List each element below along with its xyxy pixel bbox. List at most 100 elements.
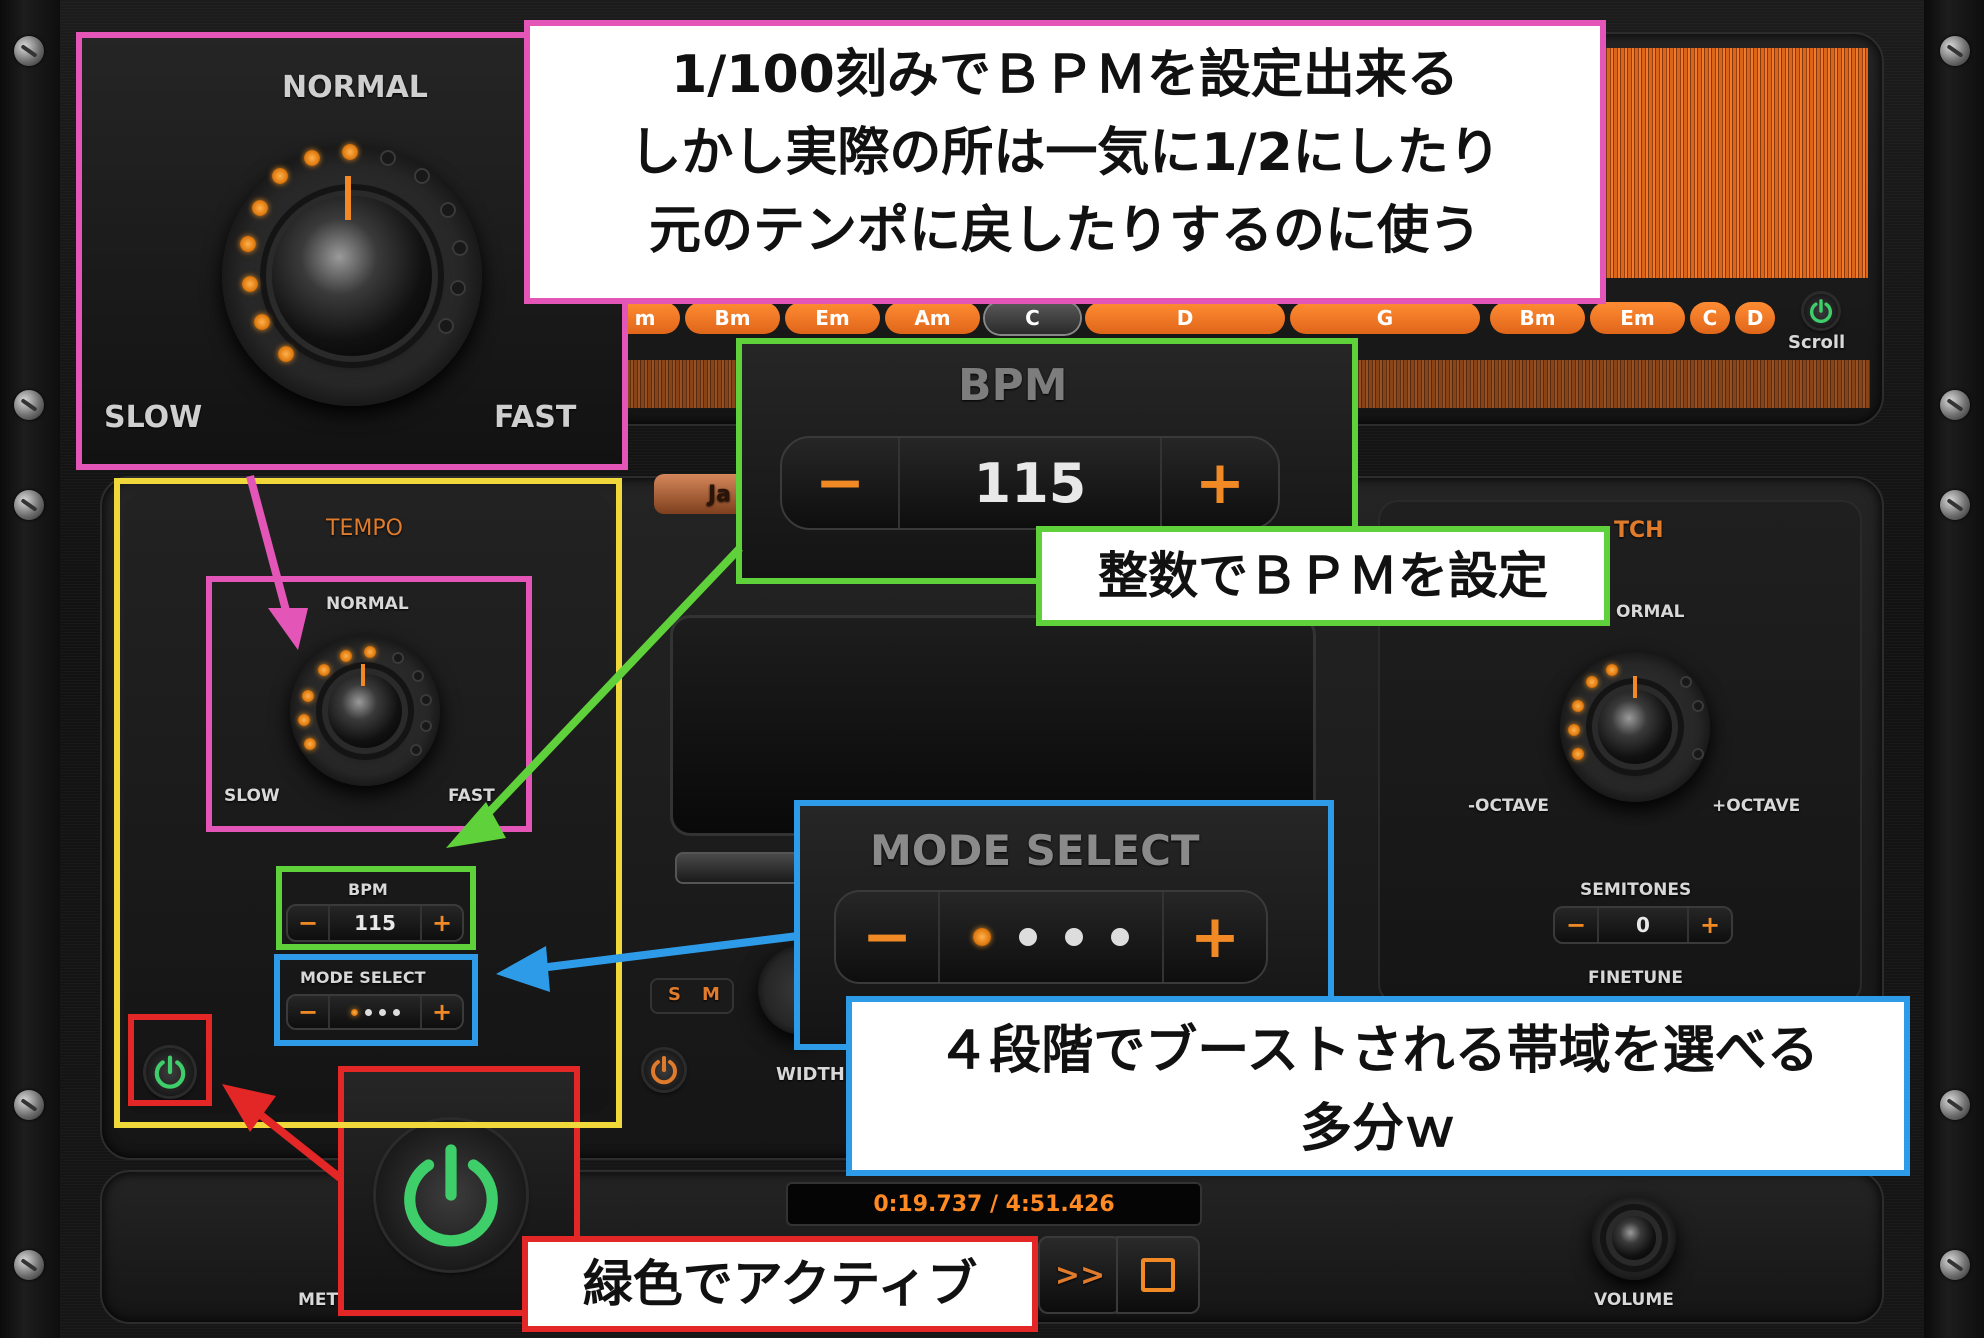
led-dot (240, 236, 256, 252)
semitones-minus-button[interactable]: − (1565, 911, 1587, 939)
chord-chip[interactable]: G (1290, 302, 1480, 334)
led-dot (304, 738, 316, 750)
mode-select-indicator (328, 996, 422, 1028)
mode-select-stepper: − + (286, 994, 464, 1030)
bpm-value: 115 (328, 906, 422, 940)
chord-chip-current[interactable]: C (985, 302, 1080, 334)
led-dot (252, 200, 268, 216)
zoom-power-icon-wrap (376, 1120, 526, 1270)
callout-pink-line: 元のテンポに戻したりするのに使う (648, 201, 1481, 261)
bpm-plus-button[interactable]: + (431, 909, 453, 937)
led-dot (342, 144, 358, 160)
callout-pink: 1/100刻みでＢＰＭを設定出来る しかし実際の所は一気に1/2にしたり 元のテ… (524, 20, 1606, 304)
chord-chip[interactable]: D (1735, 302, 1775, 334)
led-dot (340, 650, 352, 662)
screw-icon (14, 1250, 44, 1280)
zoom-bpm-value: 115 (898, 438, 1162, 528)
zoom-mode-select-label: MODE SELECT (870, 826, 1200, 875)
scroll-toggle[interactable] (1804, 294, 1838, 328)
screw-icon (1940, 36, 1970, 66)
time-display: 0:19.737 / 4:51.426 (786, 1182, 1202, 1226)
tempo-knob-right-label: FAST (448, 786, 495, 806)
stop-button[interactable] (1116, 1236, 1200, 1314)
mode-dot (392, 1008, 400, 1016)
led-dot (1572, 700, 1584, 712)
callout-green: 整数でＢＰＭを設定 (1036, 526, 1610, 626)
arrow-green-head (446, 802, 506, 848)
highlight-power (128, 1014, 212, 1106)
semitones-plus-button[interactable]: + (1699, 911, 1721, 939)
led-dot (1692, 700, 1704, 712)
led-dot (242, 276, 258, 292)
arrow-pink (246, 474, 292, 620)
zoom-knob-indicator (345, 176, 351, 220)
solo-button[interactable]: S (668, 984, 681, 1005)
screw-icon (14, 390, 44, 420)
mode-dot (1065, 928, 1083, 946)
bpm-minus-button[interactable]: − (297, 909, 319, 937)
ffwd-button[interactable]: >> (1038, 1236, 1122, 1314)
chord-chip[interactable]: C (1690, 302, 1730, 334)
screw-icon (1940, 390, 1970, 420)
chord-chip[interactable]: Bm (685, 302, 780, 334)
callout-pink-line: しかし実際の所は一気に1/2にしたり (629, 123, 1501, 183)
mode-dot-active (350, 1008, 358, 1016)
zoom-bpm-minus: − (814, 448, 866, 518)
led-dot (1572, 748, 1584, 760)
arrow-blue (539, 932, 799, 972)
led-dot (450, 280, 466, 296)
zoom-knob-right-label: FAST (494, 400, 577, 435)
chord-chip[interactable]: D (1085, 302, 1285, 334)
power-icon (1809, 299, 1833, 324)
pitch-knob[interactable] (1598, 690, 1672, 764)
led-dot (272, 168, 288, 184)
led-dot (1692, 748, 1704, 760)
filter-tab-label: Ja (708, 482, 732, 507)
power-icon (651, 1056, 677, 1085)
chord-chip[interactable]: Em (785, 302, 880, 334)
callout-blue-line: 多分ｗ (1299, 1099, 1456, 1159)
mode-select-plus-button[interactable]: + (431, 998, 453, 1026)
waveform-overview[interactable] (1600, 48, 1868, 278)
filter-power-button[interactable] (644, 1050, 684, 1090)
power-icon (154, 1055, 186, 1089)
arrow-pink-head (268, 608, 308, 650)
mode-select-label: MODE SELECT (300, 968, 426, 987)
power-icon (404, 1144, 498, 1247)
led-dot (254, 314, 270, 330)
mode-dot (1111, 928, 1129, 946)
chord-chip[interactable]: Bm (1490, 302, 1585, 334)
tempo-knob-top-label: NORMAL (326, 594, 409, 614)
led-dot (392, 652, 404, 664)
led-dot (304, 150, 320, 166)
screw-icon (1940, 490, 1970, 520)
chord-chip[interactable]: Am (885, 302, 980, 334)
mute-button[interactable]: M (702, 984, 720, 1005)
zoom-bpm-stepper: − 115 + (780, 436, 1280, 530)
mode-select-minus-button[interactable]: − (297, 998, 319, 1026)
stop-icon (1141, 1258, 1175, 1292)
highlight-tempo-section (114, 478, 622, 1128)
chord-chip[interactable]: Em (1590, 302, 1685, 334)
led-dot (452, 240, 468, 256)
led-dot (364, 646, 376, 658)
highlight-tempo-knob (206, 576, 532, 832)
arrow-red-head (222, 1084, 276, 1132)
callout-pink-line: 1/100刻みでＢＰＭを設定出来る (671, 45, 1459, 105)
screw-icon (14, 490, 44, 520)
led-dot (278, 346, 294, 362)
metronome-label: MET (298, 1290, 339, 1310)
tempo-power-button[interactable] (146, 1048, 194, 1096)
tempo-knob[interactable] (328, 674, 402, 748)
volume-knob-cap (1612, 1216, 1656, 1260)
arrow-blue-head (496, 946, 550, 992)
pitch-section-label: TCH (1614, 518, 1664, 543)
screw-icon (14, 1090, 44, 1120)
screw-icon (14, 36, 44, 66)
mode-dot (364, 1008, 372, 1016)
led-dot (440, 202, 456, 218)
semitones-stepper: − 0 + (1553, 906, 1733, 944)
pitch-knob-right-label: +OCTAVE (1712, 796, 1801, 816)
callout-blue-line: ４段階でブーストされる帯域を選べる (937, 1021, 1819, 1081)
